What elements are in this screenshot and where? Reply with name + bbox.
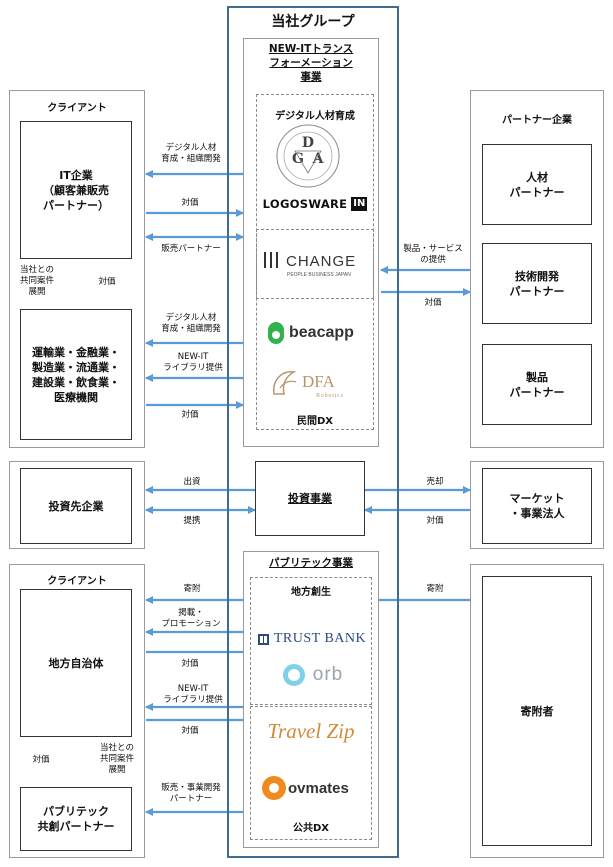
partner-title: パートナー企業: [502, 114, 572, 126]
market-box: マーケット ・事業法人: [482, 468, 592, 544]
dga-logo: D G A: [273, 123, 343, 189]
logosware-mark-icon: IN: [351, 197, 368, 211]
product-partner-label: 製品 パートナー: [509, 370, 565, 399]
cocreate-partner-box: パブリテック 共創パートナー: [20, 787, 132, 851]
bottom-joint-label: 当社との 共同案件 展開: [99, 743, 134, 775]
logosware-logo: LOGOSWARE IN: [257, 195, 373, 213]
beacapp-mark-icon: [268, 322, 284, 344]
newit-section: [243, 38, 379, 447]
top-payment-label: 対価: [98, 277, 116, 287]
dfa-subtext: Robotics: [316, 393, 344, 399]
label-alliance: 提携: [183, 516, 201, 526]
hr-partner-label: 人材 パートナー: [509, 170, 565, 199]
orb-mark-icon: [282, 664, 305, 686]
label-payment-4: 対価: [181, 726, 199, 736]
local-government-box: 地方自治体: [20, 589, 132, 737]
travelzip-logo: Travel Zip: [252, 717, 370, 745]
travelzip-text: Travel Zip: [267, 718, 355, 743]
publictech-title: パブリテック事業: [269, 557, 353, 569]
digital-talent-title: デジタル人材育成: [275, 110, 355, 122]
public-dx-dashed-area: [250, 706, 372, 840]
logosware-text: LOGOSWARE: [262, 197, 348, 211]
tech-partner-label: 技術開発 パートナー: [509, 269, 565, 298]
dga-letter-a: A: [312, 151, 325, 167]
beacapp-text: beacapp: [289, 324, 354, 341]
investment-business-label: 投資事業: [288, 492, 332, 505]
label-payment-market: 対価: [426, 516, 444, 526]
label-newit-library-2: NEW-IT ライブラリ提供: [163, 684, 223, 705]
industries-box: 運輸業・金融業・ 製造業・流通業・ 建設業・飲食業・ 医療機関: [20, 309, 132, 440]
beacapp-logo: beacapp: [268, 319, 368, 347]
dga-letter-g: G: [292, 151, 304, 167]
label-digital-training-2: デジタル人材 育成・組織開発: [161, 313, 221, 334]
label-digital-training-1: デジタル人材 育成・組織開発: [161, 143, 221, 164]
govmates-logo: ovmates: [262, 772, 362, 804]
it-company-box: IT企業 （顧客兼販売 パートナー）: [20, 121, 132, 259]
label-product-service: 製品・サービス の提供: [403, 244, 463, 265]
publictech-section: [243, 551, 379, 848]
hr-partner-box: 人材 パートナー: [482, 144, 592, 225]
label-sale: 売却: [426, 477, 444, 487]
change-logo: CHANGE PEOPLE BUSINESS JAPAN: [260, 250, 370, 280]
trustbank-logo: TRUST BANK: [255, 628, 369, 650]
private-dx-label: 民間DX: [296, 415, 333, 427]
label-payment-1: 対価: [181, 198, 199, 208]
cocreate-partner-label: パブリテック 共創パートナー: [37, 805, 115, 833]
client-top-title: クライアント: [47, 102, 107, 114]
label-investment: 出資: [183, 477, 201, 487]
tech-partner-box: 技術開発 パートナー: [482, 243, 592, 324]
public-dx-label: 公共DX: [292, 822, 329, 834]
label-newit-library-1: NEW-IT ライブラリ提供: [163, 352, 223, 373]
market-label: マーケット ・事業法人: [509, 492, 565, 520]
govmates-text: ovmates: [288, 779, 349, 797]
product-partner-box: 製品 パートナー: [482, 344, 592, 425]
investment-business-box: 投資事業: [255, 461, 365, 536]
it-company-label: IT企業 （顧客兼販売 パートナー）: [43, 168, 109, 212]
change-box: [256, 229, 374, 299]
govmates-mark-icon: [262, 776, 286, 800]
label-payment-partner: 対価: [424, 298, 442, 308]
change-text: CHANGE: [286, 253, 356, 270]
label-listing-promotion: 掲載・ プロモーション: [161, 608, 221, 629]
bottom-payment-label: 対価: [32, 755, 50, 765]
label-payment-3: 対価: [181, 659, 199, 669]
label-payment-2: 対価: [181, 410, 199, 420]
label-donation-left: 寄附: [183, 584, 201, 594]
orb-logo: orb: [268, 660, 358, 690]
investee-box: 投資先企業: [20, 468, 132, 544]
donor-box: 寄附者: [482, 576, 592, 846]
change-subtext: PEOPLE BUSINESS JAPAN: [287, 272, 351, 278]
group-container: [227, 6, 399, 858]
client-bottom-title: クライアント: [47, 575, 107, 587]
dga-letter-d: D: [302, 135, 314, 151]
group-title: 当社グループ: [271, 14, 355, 30]
newit-title: NEW-ITトランス フォーメーション 事業: [268, 43, 354, 83]
dfa-text: DFA: [302, 372, 335, 391]
orb-text: orb: [312, 664, 344, 685]
trustbank-text: TRUST BANK: [273, 631, 367, 646]
donor-label: 寄附者: [520, 704, 554, 718]
investee-label: 投資先企業: [48, 499, 104, 513]
label-donation-right: 寄附: [426, 584, 444, 594]
regional-dashed-area: [250, 577, 372, 705]
trustbank-mark-icon: [257, 633, 269, 645]
top-joint-label: 当社との 共同案件 展開: [19, 265, 54, 297]
label-sales-partner: 販売パートナー: [161, 244, 221, 254]
regional-revitalization-label: 地方創生: [291, 586, 331, 598]
dfa-logo: DFA Robotics: [268, 366, 368, 400]
local-government-label: 地方自治体: [48, 656, 104, 670]
label-sales-bizdev: 販売・事業開発 パートナー: [161, 783, 221, 804]
industries-label: 運輸業・金融業・ 製造業・流通業・ 建設業・飲食業・ 医療機関: [32, 345, 120, 404]
